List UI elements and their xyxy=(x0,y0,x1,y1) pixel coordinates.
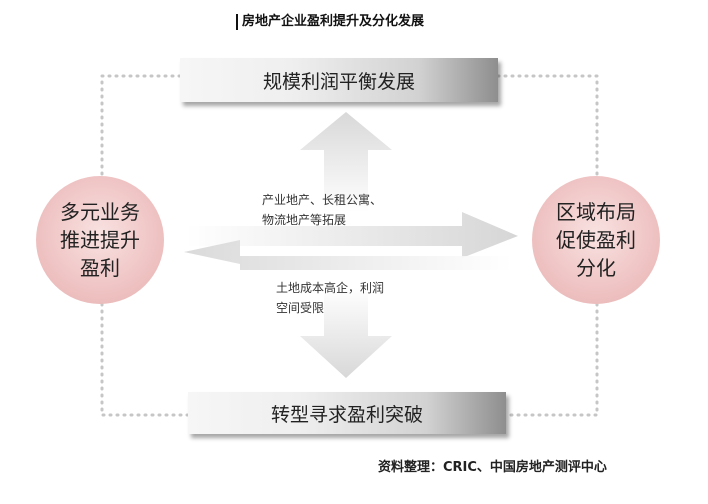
box-transformation-breakthrough: 转型寻求盈利突破 xyxy=(188,392,506,434)
circle-left-line-2: 推进提升 xyxy=(60,228,140,252)
note-lower-line-2: 空间受限 xyxy=(276,301,325,315)
source-caption: 资料整理：CRIC、中国房地产测评中心 xyxy=(378,460,607,475)
box-top-label: 规模利润平衡发展 xyxy=(262,70,415,93)
circle-diversified-business: 多元业务 推进提升 盈利 xyxy=(36,176,164,304)
circle-right-line-2: 促使盈利 xyxy=(556,228,636,252)
circle-left-line-1: 多元业务 xyxy=(60,200,140,224)
arrow-right-icon xyxy=(186,212,518,258)
note-upper-line-2: 物流地产等拓展 xyxy=(262,213,347,227)
circle-regional-layout: 区域布局 促使盈利 分化 xyxy=(532,176,660,304)
box-scale-profit-balance: 规模利润平衡发展 xyxy=(180,58,498,102)
circle-left-line-3: 盈利 xyxy=(80,256,120,280)
note-lower-line-1: 土地成本高企，利润 xyxy=(276,281,385,295)
arrow-up-icon xyxy=(300,112,392,212)
note-expansion: 产业地产、长租公寓、 物流地产等拓展 xyxy=(262,190,462,230)
page-title: 房地产企业盈利提升及分化发展 xyxy=(236,14,424,30)
arrow-down-icon xyxy=(300,288,392,378)
box-bottom-label: 转型寻求盈利突破 xyxy=(270,403,423,426)
circle-right-line-1: 区域布局 xyxy=(556,200,636,224)
dotted-connector xyxy=(100,74,599,417)
note-land-cost: 土地成本高企，利润 空间受限 xyxy=(276,278,456,318)
circle-right-line-3: 分化 xyxy=(576,256,616,280)
arrow-left-icon xyxy=(184,240,512,270)
note-upper-line-1: 产业地产、长租公寓、 xyxy=(262,193,383,207)
